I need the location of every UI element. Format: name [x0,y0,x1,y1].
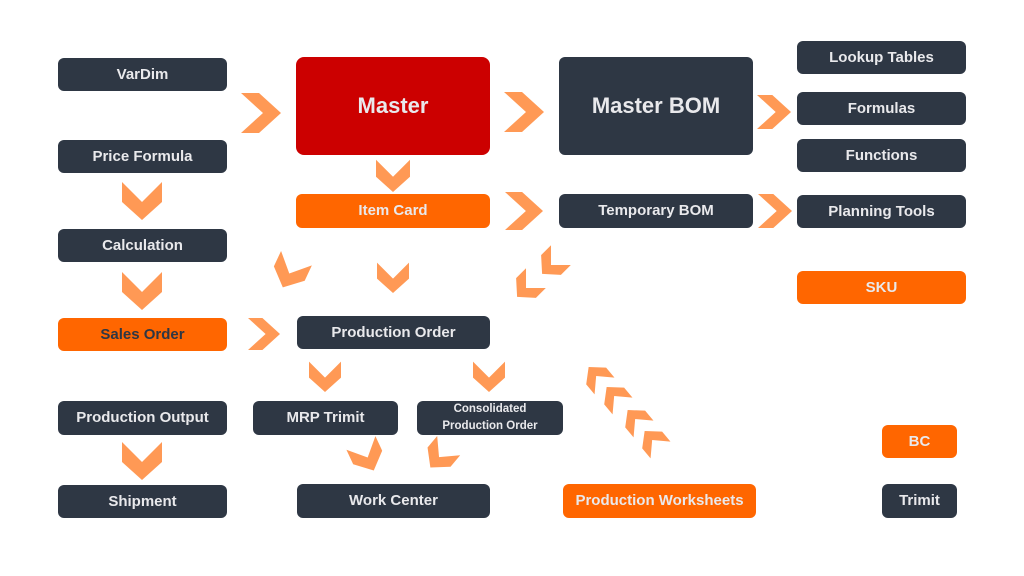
node-price-formula[interactable]: Price Formula [58,140,227,173]
node-functions[interactable]: Functions [797,139,966,172]
node-label: Lookup Tables [829,48,934,66]
arrow-right-icon [504,92,544,132]
arrow-diagonal-icon [346,436,389,478]
legend-label: Trimit [899,492,940,509]
node-planning-tools[interactable]: Planning Tools [797,195,966,228]
arrow-down-icon [122,272,162,310]
node-label: Master BOM [591,92,721,118]
arrow-up-left-icon [617,401,654,438]
legend-label: BC [908,432,931,450]
node-production-worksheets[interactable]: Production Worksheets [563,484,756,518]
arrow-up-left-icon [596,378,633,415]
node-label: Sales Order [100,325,185,343]
node-master[interactable]: Master [296,57,490,155]
arrow-down-icon [309,361,341,392]
node-label: Formulas [847,99,916,117]
node-label: Master [357,92,429,118]
node-label: Temporary BOM [598,202,714,219]
node-temporary-bom[interactable]: Temporary BOM [559,194,753,228]
legend-bc: BC [882,425,957,458]
node-item-card[interactable]: Item Card [296,194,490,228]
arrow-up-left-icon [578,358,615,395]
node-label: Production Worksheets [575,492,744,509]
node-master-bom[interactable]: Master BOM [559,57,753,155]
node-production-output[interactable]: Production Output [58,401,227,435]
arrow-down-icon [377,262,409,293]
node-label: Production Order [331,323,456,341]
node-label: Item Card [358,202,428,219]
node-label: Planning Tools [828,202,935,220]
arrow-diagonal-icon [267,250,312,295]
node-production-order[interactable]: Production Order [297,316,490,349]
arrow-right-icon [248,318,280,350]
arrow-right-icon [241,93,281,133]
arrow-down-icon [376,159,410,192]
node-lookup-tables[interactable]: Lookup Tables [797,41,966,74]
node-label: VarDim [116,65,169,83]
node-label: SKU [865,278,898,296]
node-label: Calculation [102,236,183,254]
arrow-down-icon [473,361,505,392]
arrow-down-icon [122,442,162,480]
arrow-right-icon [758,194,792,228]
node-label: MRP Trimit [286,409,365,426]
node-calculation[interactable]: Calculation [58,229,227,262]
arrow-diagonal-icon [507,268,546,307]
node-formulas[interactable]: Formulas [797,92,966,125]
legend-trimit: Trimit [882,484,957,518]
node-work-center[interactable]: Work Center [297,484,490,518]
arrow-diagonal-icon [532,245,571,284]
node-label-line1: Consolidated [453,403,527,416]
node-vardim[interactable]: VarDim [58,58,227,91]
arrow-right-icon [757,95,791,129]
node-mrp-trimit[interactable]: MRP Trimit [253,401,398,435]
node-sales-order[interactable]: Sales Order [58,318,227,351]
arrow-up-left-icon [634,422,671,459]
node-consolidated-production-order[interactable]: Consolidated Production Order [417,401,563,435]
node-label: Price Formula [92,147,193,165]
node-shipment[interactable]: Shipment [58,485,227,518]
node-label-line2: Production Order [442,420,538,432]
node-label: Shipment [108,492,177,510]
node-sku[interactable]: SKU [797,271,966,304]
arrow-diagonal-icon [418,436,461,478]
arrow-right-icon [505,192,543,230]
arrow-down-icon [122,182,162,220]
node-label: Production Output [76,409,209,426]
node-label: Work Center [349,492,438,509]
node-label: Functions [845,146,918,164]
